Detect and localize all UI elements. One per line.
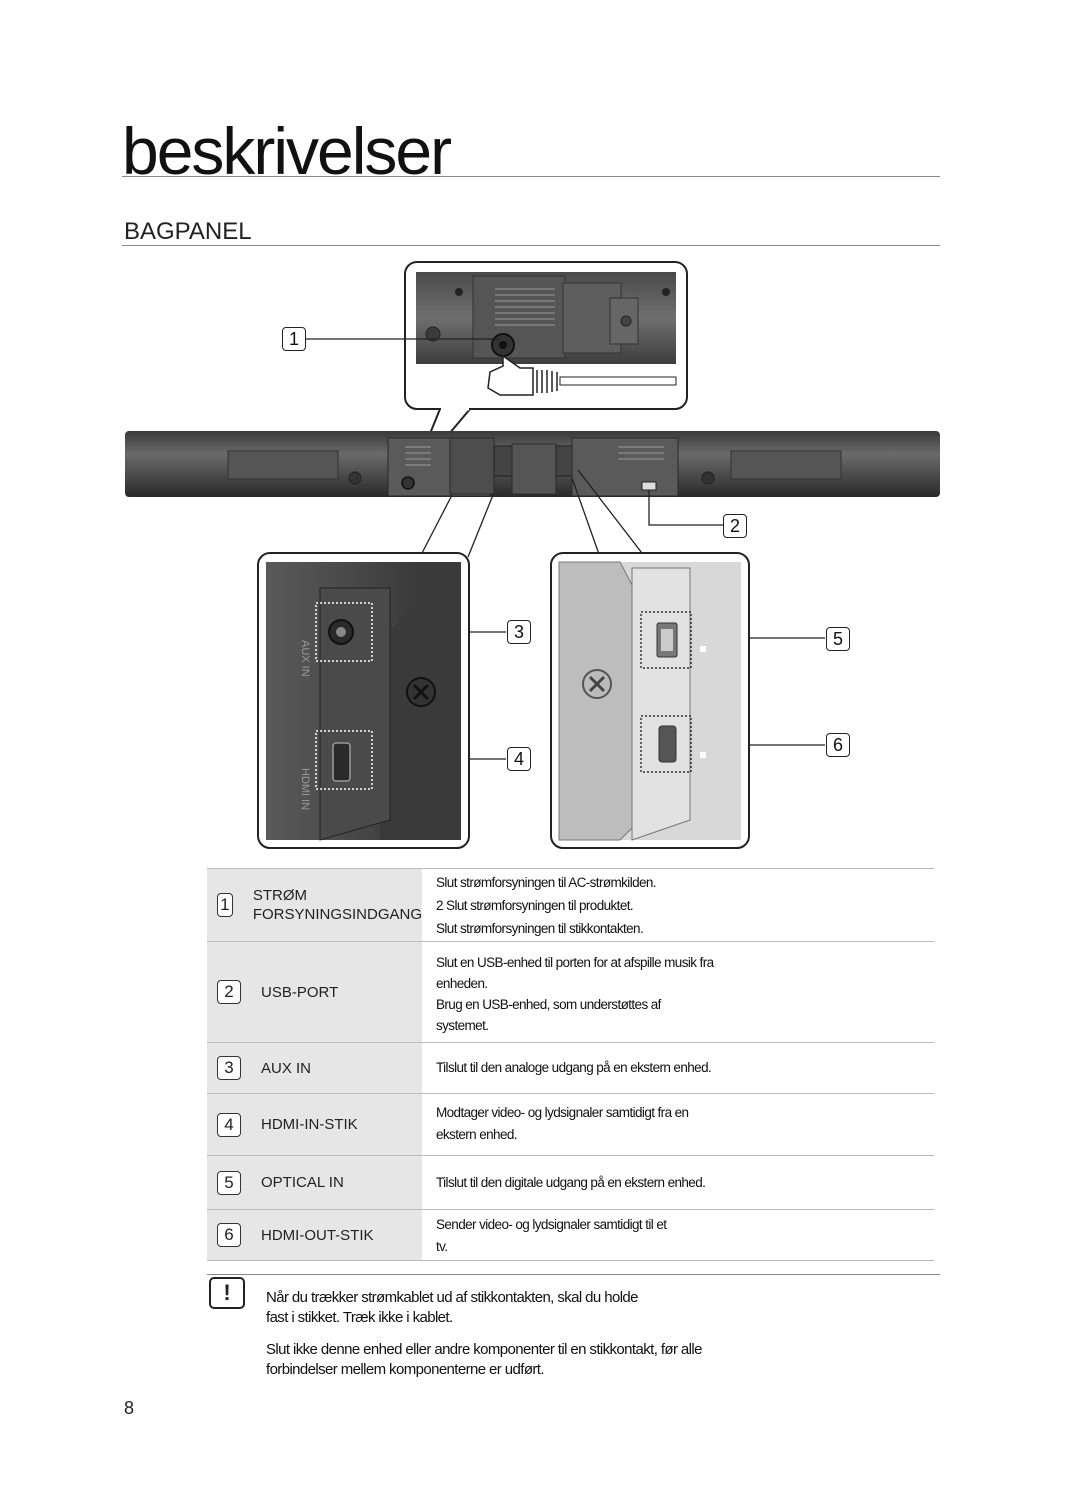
input-zoom-right [550, 552, 750, 849]
table-row: 6 HDMI-OUT-STIK Sender video- og lydsign… [207, 1209, 934, 1261]
row-number: 5 [217, 1170, 241, 1195]
callout-3: 3 [507, 620, 531, 644]
row-description: Modtager video- og lydsignaler samtidigt… [436, 1105, 689, 1120]
table-row: 3 AUX IN Tilslut til den analoge udgang … [207, 1042, 934, 1093]
row-description: enheden. [436, 976, 488, 991]
hdmi-in-print: HDMI IN [299, 768, 311, 810]
note-line: Når du trækker strømkablet ud af stikkon… [266, 1289, 639, 1306]
soundbar-rear [125, 431, 940, 497]
callout-2: 2 [723, 514, 747, 538]
row-description: Tilslut til den analoge udgang på en eks… [436, 1060, 712, 1075]
connector-table: 1 STRØM FORSYNINGSINDGANG Slut strømfors… [207, 868, 934, 1261]
table-row: 4 HDMI-IN-STIK Modtager video- og lydsig… [207, 1093, 934, 1155]
table-row: 5 OPTICAL IN Tilslut til den digitale ud… [207, 1155, 934, 1209]
row-description: tv. [436, 1239, 448, 1254]
note-text: Når du trækker strømkablet ud af stikkon… [266, 1288, 702, 1380]
row-name: USB-PORT [261, 983, 339, 1001]
page-number: 8 [124, 1398, 135, 1418]
section-title: BAGPANEL [124, 218, 252, 245]
row-name: STRØM [252, 887, 307, 904]
row-description: Brug en USB-enhed, som understøttes af [436, 997, 661, 1012]
row-description: systemet. [436, 1018, 489, 1033]
row-number: 3 [217, 1056, 241, 1080]
callout-5: 5 [826, 627, 850, 651]
page-title: beskrivelser [122, 114, 452, 188]
table-row: 2 USB-PORT Slut en USB-enhed til porten … [207, 941, 934, 1042]
table-row: 1 STRØM FORSYNINGSINDGANG Slut strømfors… [207, 868, 934, 941]
note-line: Slut ikke denne enhed eller andre kompon… [266, 1341, 702, 1358]
row-description: ekstern enhed. [436, 1127, 518, 1142]
row-number: 2 [217, 980, 241, 1004]
section-divider [122, 245, 940, 246]
aux-in-print: AUX IN [299, 640, 311, 677]
row-name: HDMI-OUT-STIK [261, 1226, 374, 1244]
row-name: AUX IN [261, 1059, 312, 1077]
row-number: 6 [217, 1223, 241, 1247]
row-name: HDMI-IN-STIK [261, 1116, 358, 1133]
callout-6: 6 [826, 733, 850, 757]
caution-icon: ! [209, 1277, 245, 1309]
power-zoom-view [404, 261, 688, 479]
callout-1: 1 [282, 327, 306, 351]
note-line: fast i stikket. Træk ikke i kablet. [266, 1309, 453, 1326]
row-description: Slut strømforsyningen til stikkontakten. [436, 921, 644, 936]
row-description: Tilslut til den digitale udgang på en ek… [436, 1174, 706, 1190]
row-name: OPTICAL IN [261, 1174, 344, 1191]
row-description: Slut en USB-enhed til porten for at afsp… [436, 955, 714, 970]
row-number: 1 [217, 893, 233, 917]
input-zoom-left: AUX IN HDMI IN [257, 552, 470, 849]
callout-4: 4 [507, 747, 531, 771]
row-description: Slut strømforsyningen til AC-strømkilden… [436, 875, 657, 890]
row-name: FORSYNINGSINDGANG [252, 906, 422, 923]
title-divider [122, 176, 940, 177]
row-description: 2 Slut strømforsyningen til produktet. [436, 898, 634, 913]
row-number: 4 [217, 1112, 241, 1137]
rear-panel-diagram: AUX IN HDMI IN [125, 261, 940, 849]
row-description: Sender video- og lydsignaler samtidigt t… [436, 1217, 667, 1232]
note-line: forbindelser mellem komponenterne er udf… [266, 1361, 545, 1378]
note-divider [207, 1274, 940, 1275]
